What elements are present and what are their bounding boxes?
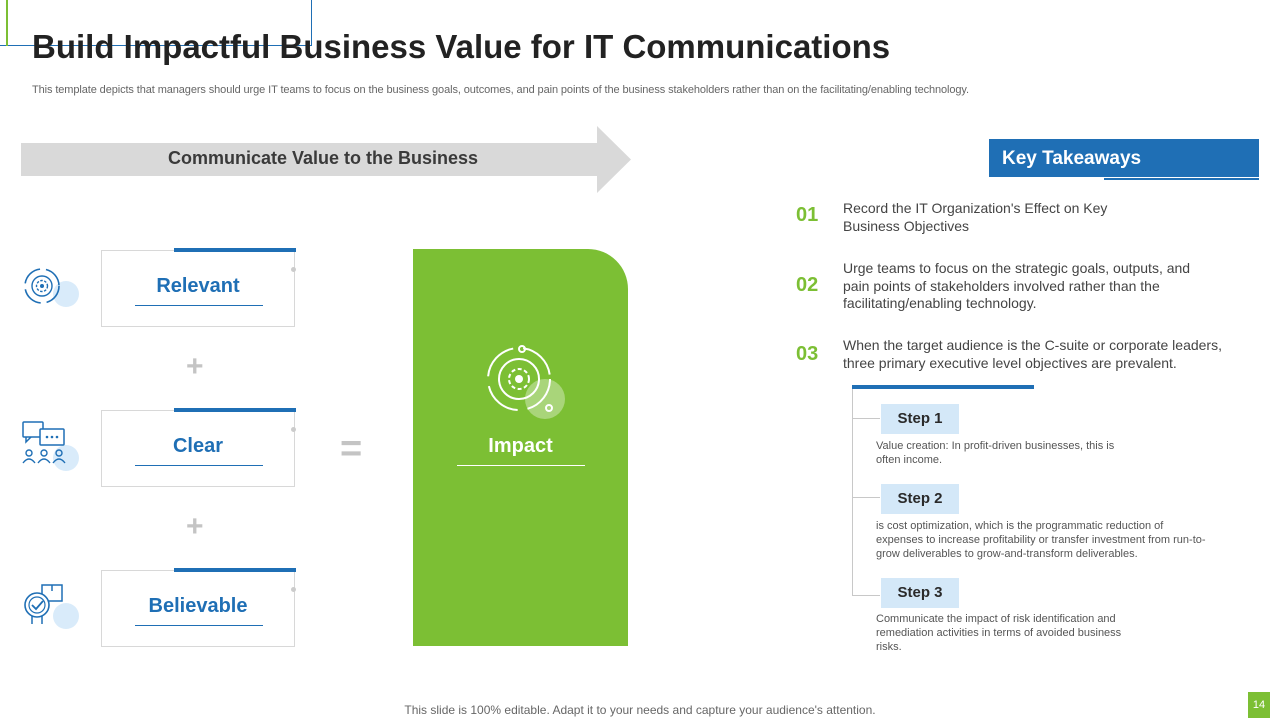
card-accent-bar (174, 408, 296, 412)
key-takeaways-title: Key Takeaways (1002, 148, 1142, 169)
step-3-label: Step 3 (881, 578, 959, 608)
key-takeaways-underline (1104, 178, 1259, 180)
takeaway-text: Record the IT Organization's Effect on K… (843, 200, 1108, 234)
page-subtitle: This template depicts that managers shou… (32, 84, 969, 96)
card-dot (291, 267, 296, 272)
takeaway-text: Urge teams to focus on the strategic goa… (843, 260, 1191, 311)
value-underline (135, 465, 263, 466)
step-connector (852, 595, 880, 596)
banner-arrow (21, 126, 631, 193)
takeaway-number: 03 (796, 343, 832, 369)
footer-note: This slide is 100% editable. Adapt it to… (0, 703, 1280, 717)
key-takeaways-header: Key Takeaways (989, 139, 1259, 177)
value-underline (135, 625, 263, 626)
impact-label: Impact (488, 435, 553, 457)
step-3-text: Communicate the impact of risk identific… (876, 613, 1122, 653)
step-connector (852, 418, 880, 419)
page-title: Build Impactful Business Value for IT Co… (32, 28, 891, 65)
takeaway-text: When the target audience is the C-suite … (843, 337, 1222, 371)
step-2-text: is cost optimization, which is the progr… (876, 520, 1206, 560)
step-2-label: Step 2 (881, 484, 959, 514)
plus-operator: + (186, 350, 204, 383)
value-card-believable: Believable (101, 568, 296, 647)
value-label: Clear (172, 435, 224, 457)
value-label: Relevant (156, 275, 240, 297)
impact-underline (457, 465, 585, 466)
footer-text: This slide is 100% editable. Adapt it to… (404, 703, 876, 717)
corner-frame (0, 0, 312, 46)
banner-label: Communicate Value to the Business (167, 148, 479, 168)
chat-people-icon (22, 421, 79, 471)
gear-cycle-icon (24, 268, 79, 307)
steps-accent-bar (852, 385, 1034, 389)
value-card-clear: Clear (101, 408, 296, 487)
steps-connector-line (852, 389, 853, 596)
takeaway-number: 01 (796, 204, 832, 230)
equals-operator: = (340, 428, 363, 470)
card-dot (291, 427, 296, 432)
page-number: 14 (1248, 692, 1270, 718)
value-label: Believable (148, 595, 248, 617)
step-1-text: Value creation: In profit-driven busines… (876, 440, 1115, 466)
takeaway-number: 02 (796, 274, 832, 300)
gear-cycle-icon (487, 345, 565, 419)
plus-operator: + (186, 510, 204, 543)
card-accent-bar (174, 568, 296, 572)
badge-check-icon (24, 584, 79, 629)
card-accent-bar (174, 248, 296, 252)
impact-card: Impact (413, 249, 628, 646)
step-1-label: Step 1 (881, 404, 959, 434)
card-dot (291, 587, 296, 592)
value-underline (135, 305, 263, 306)
value-card-relevant: Relevant (101, 248, 296, 327)
corner-accent (6, 0, 8, 46)
step-connector (852, 497, 880, 498)
